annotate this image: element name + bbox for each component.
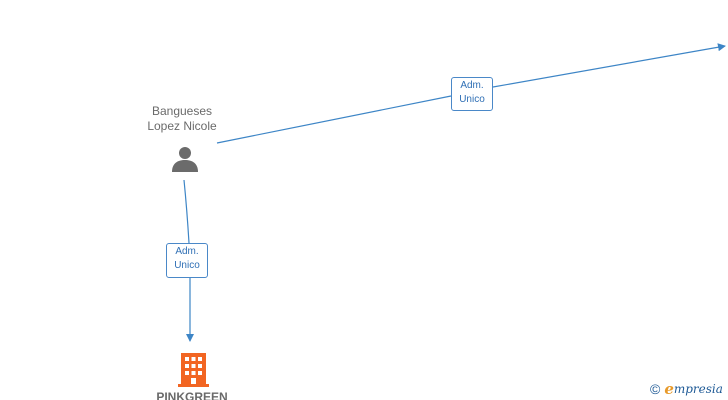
edge-label-line1: Adm. bbox=[460, 80, 484, 91]
copyright-logo: © e mpresia bbox=[650, 379, 723, 399]
brand-name: mpresia bbox=[673, 382, 723, 396]
person-name-line1: Bangueses bbox=[151, 104, 213, 118]
brand-initial: e bbox=[664, 380, 674, 398]
edge-person-to-offscreen bbox=[216, 46, 725, 144]
building-icon[interactable] bbox=[178, 351, 209, 387]
company-name-label[interactable]: PINKGREEN bbox=[156, 390, 228, 400]
edge-label-line2: Unico bbox=[174, 260, 200, 271]
person-icon[interactable] bbox=[170, 144, 200, 174]
edge-label-line1: Adm. bbox=[175, 246, 199, 257]
person-name-line2: Lopez Nicole bbox=[147, 119, 217, 133]
edge-label-adm-unico[interactable]: Adm. Unico bbox=[166, 243, 208, 278]
person-name-label[interactable]: Bangueses Lopez Nicole bbox=[118, 104, 246, 134]
copyright-symbol: © bbox=[650, 381, 661, 397]
edge-label-adm-unico[interactable]: Adm. Unico bbox=[451, 77, 493, 111]
edge-label-line2: Unico bbox=[459, 94, 485, 105]
edge-person-to-company bbox=[184, 179, 190, 341]
